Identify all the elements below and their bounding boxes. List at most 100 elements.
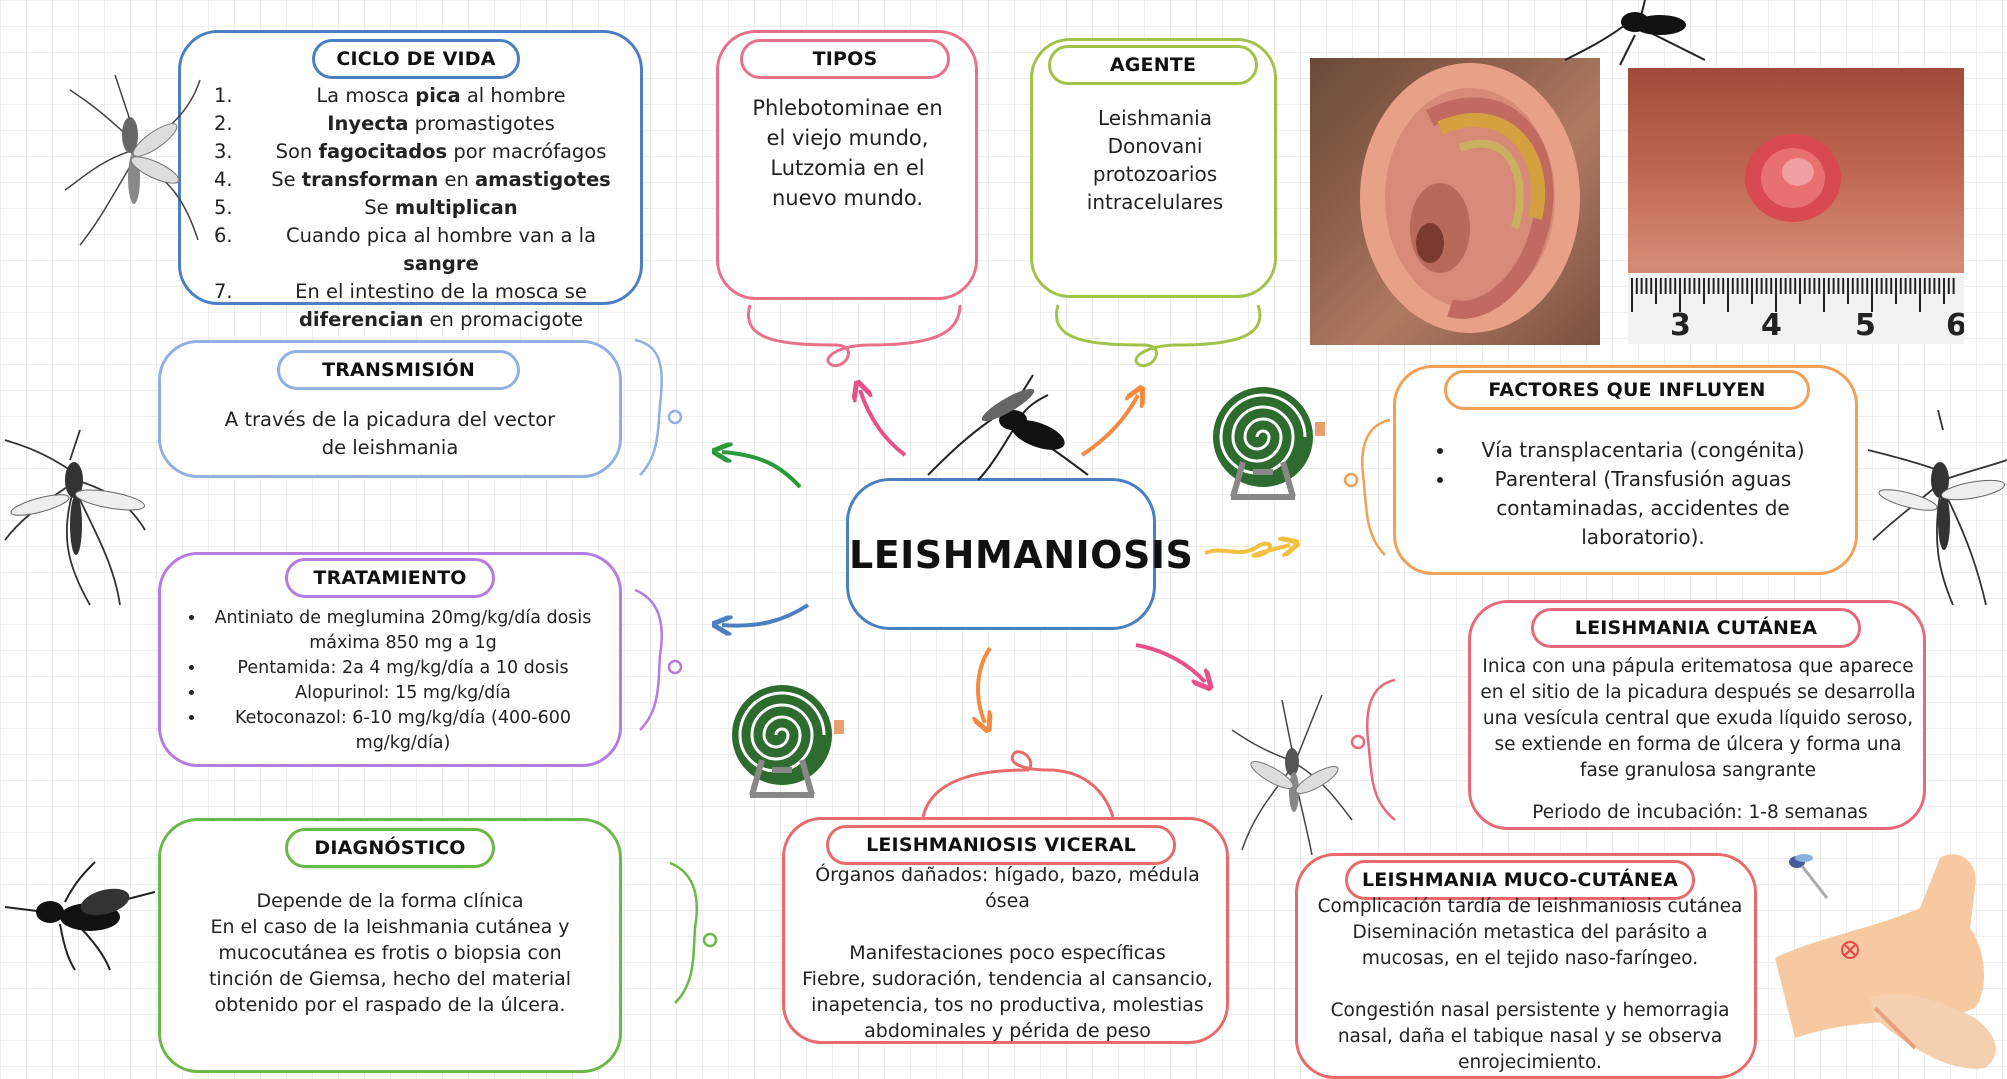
arrow-to-agente	[1080, 395, 1138, 457]
mosquito-coil-icon	[732, 685, 844, 798]
factores-items: Vía transplacentaria (congénita)Parenter…	[1430, 436, 1830, 552]
arrow-to-transmision	[722, 452, 802, 489]
ciclo-step-part: en promacigote	[423, 308, 584, 331]
visceral-manifest: Fiebre, sudoración, tendencia al cansanc…	[802, 968, 1213, 1042]
visceral-title: LEISHMANIOSIS VICERAL	[826, 825, 1176, 865]
ciclo-step-part: En el intestino de la mosca se	[295, 280, 587, 303]
ciclo-step: 6. Cuando pica al hombre van a la sangre	[214, 222, 634, 278]
mosquito-icon	[927, 374, 1089, 481]
ruler-label-5: 5	[1855, 308, 1876, 343]
mosquito-icon	[1564, 0, 1706, 66]
ciclo-step-bold: transforman	[301, 168, 439, 191]
ciclo-step-bold: sangre	[403, 252, 479, 275]
ciclo-step-part: Cuando pica al hombre van a la	[285, 224, 597, 247]
ciclo-step-bold: amastigotes	[475, 168, 611, 191]
factores-bracket	[1343, 418, 1391, 556]
ciclo-step-text: Se multiplican	[248, 194, 634, 222]
mosquito-icon	[64, 74, 201, 246]
diagnostico-line2: En el caso de la leishmania cutánea y mu…	[208, 916, 572, 1016]
ciclo-step-bold: diferencian	[298, 308, 424, 331]
tratamiento-item: Antiniato de meglumina 20mg/kg/día dosis…	[206, 606, 600, 656]
tratamiento-item: Alopurinol: 15 mg/kg/día	[206, 681, 600, 706]
ear-drawing	[1360, 63, 1580, 333]
arrow-to-visceral	[978, 646, 990, 723]
ciclo-step-text: La mosca pica al hombre	[248, 82, 634, 110]
mucocutanea-p1: Complicación tardía de leishmaniosis cut…	[1317, 896, 1743, 969]
ciclo-step-bold: Inyecta	[327, 112, 409, 135]
ciclo-step-text: Se transforman en amastigotes	[248, 166, 634, 194]
agente-connector	[1055, 304, 1262, 368]
visceral-organos: Órganos dañados: hígado, bazo, médula ós…	[815, 864, 1200, 912]
mosquito-coil-icon	[1213, 387, 1325, 500]
ruler-label-3: 3	[1670, 308, 1691, 343]
tipos-title: TIPOS	[740, 39, 950, 79]
tratamiento-bracket	[634, 588, 683, 731]
mosquito-icon	[1231, 694, 1353, 856]
visceral-manifest-title: Manifestaciones poco específicas	[849, 942, 1166, 964]
agente-title: AGENTE	[1048, 45, 1258, 85]
mosquito-icon	[1867, 409, 2007, 606]
ciclo-step-part: Se	[364, 196, 395, 219]
ciclo-step-text: Cuando pica al hombre van a la sangre	[248, 222, 634, 278]
center-title: LEISHMANIOSIS	[849, 533, 1194, 577]
mosquito-icon	[4, 861, 156, 971]
diagnostico-title: DIAGNÓSTICO	[285, 828, 495, 868]
ear-lesion-photo	[1310, 58, 1600, 345]
ruler-label-4: 4	[1761, 308, 1782, 343]
hand-bite-icon	[1775, 854, 1996, 1069]
skin-ulcer-photo: 3 4 5 6	[1628, 68, 1964, 344]
ciclo-step: 7. En el intestino de la mosca se diferen…	[214, 278, 634, 334]
tratamiento-item: Ketoconazol: 6-10 mg/kg/día (400-600 mg/…	[206, 706, 600, 756]
transmision-text: A través de la picadura del vector de le…	[224, 408, 556, 459]
transmision-title: TRANSMISIÓN	[277, 350, 520, 390]
ciclo-step-part: Son	[275, 140, 319, 163]
ciclo-step-part: Se	[271, 168, 302, 191]
ciclo-step: 4. Se transforman en amastigotes	[214, 166, 634, 194]
factores-list: Vía transplacentaria (congénita)Parenter…	[1430, 436, 1830, 552]
diagnostico-bracket	[669, 861, 718, 1004]
mucocutanea-p2: Congestión nasal persistente y hemorragi…	[1330, 1000, 1730, 1073]
tratamiento-title: TRATAMIENTO	[285, 558, 495, 598]
ciclo-step-bold: pica	[415, 84, 461, 107]
tipos-text: Phlebotominae en el viejo mundo, Lutzomi…	[752, 96, 943, 210]
ciclo-step: 1. La mosca pica al hombre	[214, 82, 634, 110]
factores-item: Parenteral (Transfusión aguas contaminad…	[1456, 465, 1830, 552]
ciclo-step-bold: multiplican	[394, 196, 518, 219]
diagnostico-line1: Depende de la forma clínica	[256, 890, 524, 912]
factores-item: Vía transplacentaria (congénita)	[1456, 436, 1830, 465]
ciclo-step: 2.Inyecta promastigotes	[214, 110, 634, 138]
visceral-connector	[921, 750, 1115, 818]
ciclo-step-number: 5.	[214, 196, 233, 219]
cutanea-bracket	[1350, 678, 1396, 821]
ciclo-step-number: 3.	[214, 140, 233, 163]
ciclo-step-number: 7.	[214, 280, 233, 303]
ciclo-step-part: al hombre	[460, 84, 566, 107]
mosquito-icon	[4, 429, 146, 606]
ciclo-step-part: La mosca	[316, 84, 416, 107]
ciclo-step-part: en	[438, 168, 476, 191]
ciclo-step-part: promastigotes	[408, 112, 555, 135]
arrow-to-tratamiento	[722, 603, 810, 626]
ciclo-step-number: 6.	[214, 224, 233, 247]
ciclo-step-bold: fagocitados	[318, 140, 448, 163]
ciclo-step: 5. Se multiplican	[214, 194, 634, 222]
arrow-to-tipos	[860, 390, 907, 457]
tratamiento-list: Antiniato de meglumina 20mg/kg/día dosis…	[180, 606, 600, 756]
cutanea-text: Inica con una pápula eritematosa que apa…	[1480, 656, 1916, 781]
ciclo-step: 3. Son fagocitados por macrófagos	[214, 138, 634, 166]
tratamiento-item: Pentamida: 2a 4 mg/kg/día a 10 dosis	[206, 656, 600, 681]
ciclo-step-number: 1.	[214, 84, 233, 107]
ciclo-step-part: por macrófagos	[447, 140, 607, 163]
arrow-to-factores	[1204, 544, 1290, 558]
center-node: LEISHMANIOSIS	[846, 478, 1194, 630]
ciclo-step-number: 4.	[214, 168, 233, 191]
mosquito-icon	[1789, 854, 1829, 899]
tratamiento-items: Antiniato de meglumina 20mg/kg/día dosis…	[180, 606, 600, 756]
arrow-to-cutanea	[1135, 643, 1205, 682]
ulcer-drawing	[1628, 134, 1964, 344]
cutanea-incubacion: Periodo de incubación: 1-8 semanas	[1532, 802, 1868, 823]
transmision-bracket	[634, 338, 683, 476]
